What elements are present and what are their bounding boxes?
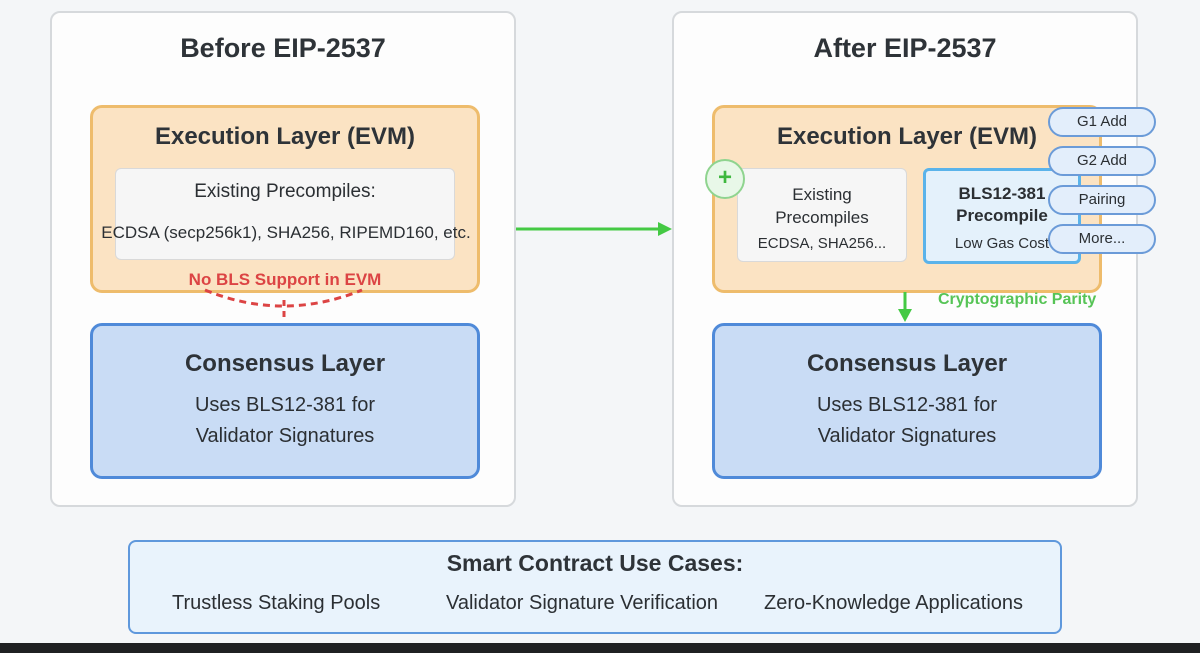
after-panel: After EIP-2537 Execution Layer (EVM) Exi… xyxy=(672,11,1156,507)
use-cases-box: Smart Contract Use Cases: Trustless Stak… xyxy=(128,540,1062,634)
use-case-item: Trustless Staking Pools xyxy=(172,592,381,614)
existing-precompiles-box: Existing Precompiles: ECDSA (secp256k1),… xyxy=(101,168,471,260)
existing-line-2: Precompiles xyxy=(775,208,869,227)
use-case-item: Zero-Knowledge Applications xyxy=(764,592,1024,614)
no-bls-warning: No BLS Support in EVM xyxy=(188,270,382,289)
existing-precompiles-title: Existing Precompiles xyxy=(738,183,906,229)
before-title: Before EIP-2537 xyxy=(180,33,386,63)
consensus-line-2: Validator Signatures xyxy=(817,425,997,447)
op-pill-pairing: Pairing xyxy=(1048,185,1156,215)
op-pill-more: More... xyxy=(1048,224,1156,254)
op-pill-g1-add: G1 Add xyxy=(1048,107,1156,137)
execution-layer-title: Execution Layer (EVM) xyxy=(154,123,416,150)
execution-layer-title: Execution Layer (EVM) xyxy=(776,123,1038,150)
bottom-bar xyxy=(0,643,1200,653)
consensus-line-1: Uses BLS12-381 for xyxy=(816,394,998,416)
before-execution-layer: Execution Layer (EVM) Existing Precompil… xyxy=(90,105,480,293)
before-consensus-layer: Consensus Layer Uses BLS12-381 for Valid… xyxy=(90,323,480,479)
bls-precompile-box: BLS12-381 Precompile Low Gas Cost xyxy=(923,168,1081,264)
consensus-description: Uses BLS12-381 for Validator Signatures xyxy=(715,390,1099,452)
consensus-layer-title: Consensus Layer xyxy=(184,350,386,377)
bls-gas-cost: Low Gas Cost xyxy=(954,235,1050,252)
consensus-line-1: Uses BLS12-381 for xyxy=(194,394,376,416)
existing-precompiles-box: Existing Precompiles ECDSA, SHA256... xyxy=(737,168,907,262)
bls-line-1: BLS12-381 xyxy=(958,184,1046,203)
after-consensus-layer: Consensus Layer Uses BLS12-381 for Valid… xyxy=(712,323,1102,479)
existing-line-1: Existing xyxy=(792,185,852,204)
transition-arrowhead xyxy=(658,222,672,236)
precompiles-title: Existing Precompiles: xyxy=(194,181,376,202)
before-panel: Before EIP-2537 Execution Layer (EVM) Ex… xyxy=(50,11,516,507)
parity-arrowhead xyxy=(898,309,912,322)
cryptographic-parity-label: Cryptographic Parity xyxy=(938,291,1097,308)
plus-icon: + xyxy=(705,159,745,199)
after-title: After EIP-2537 xyxy=(813,33,997,63)
bls-line-2: Precompile xyxy=(956,206,1048,225)
consensus-layer-title: Consensus Layer xyxy=(806,350,1008,377)
after-execution-layer: Execution Layer (EVM) Existing Precompil… xyxy=(705,105,1102,293)
consensus-line-2: Validator Signatures xyxy=(195,425,375,447)
use-case-item: Validator Signature Verification xyxy=(446,592,719,614)
use-cases-title: Smart Contract Use Cases: xyxy=(446,550,744,576)
op-pill-g2-add: G2 Add xyxy=(1048,146,1156,176)
precompiles-list: ECDSA (secp256k1), SHA256, RIPEMD160, et… xyxy=(101,223,471,242)
existing-precompiles-sub: ECDSA, SHA256... xyxy=(757,235,887,252)
consensus-description: Uses BLS12-381 for Validator Signatures xyxy=(93,390,477,452)
bls-precompile-title: BLS12-381 Precompile xyxy=(926,183,1078,227)
